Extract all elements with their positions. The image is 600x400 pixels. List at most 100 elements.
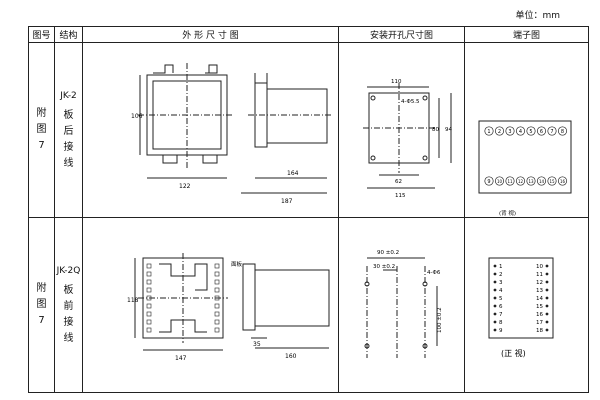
terminal-dot (493, 328, 497, 332)
side-body (254, 269, 330, 327)
terminal-post (214, 271, 220, 277)
terminal-number: 16 (536, 312, 543, 318)
terminal-dot (493, 296, 497, 300)
fig-cell-2: 附 图 7 (28, 217, 55, 393)
terminal-dot (545, 296, 549, 300)
dim-cut-h: 100 ±0.2 (437, 307, 443, 333)
fig-char: 附 (36, 283, 47, 294)
terminal-dot (493, 280, 497, 284)
dim-front-h: 118 (127, 297, 139, 304)
dim-side-w2: 187 (281, 198, 293, 205)
structure-char: 板 (63, 110, 74, 121)
fig-char: 图 (36, 299, 47, 310)
structure-char: 线 (63, 158, 74, 169)
terminal-dot (545, 304, 549, 308)
terminal-number: 18 (536, 328, 543, 334)
terminal-post (214, 319, 220, 325)
view-label: (正 视) (501, 348, 526, 358)
panel-label: 面板 (231, 260, 243, 268)
dim-front-w: 147 (175, 355, 187, 362)
terminal-post (214, 327, 220, 333)
structure-char: 前 (63, 301, 74, 312)
row-jk2q: 附 图 7 JK-2Q 板 前 接 线 (28, 217, 589, 393)
fig-char: 7 (38, 315, 45, 326)
terminal-circle (557, 126, 568, 136)
terminal-number: 13 (536, 288, 543, 294)
terminal-dot (545, 280, 549, 284)
dim-front-w: 122 (179, 183, 191, 190)
terminal-dot (545, 264, 549, 268)
terminal-circle (536, 176, 547, 186)
mount-hole (422, 343, 428, 349)
terminal-number: 17 (536, 320, 543, 326)
front-lugs (153, 64, 218, 74)
structure-char: 板 (63, 285, 74, 296)
mount-hole (364, 343, 370, 349)
terminal-number: 9 (487, 179, 490, 185)
terminal-dot (545, 328, 549, 332)
terminal-circle (505, 126, 515, 136)
terminal-number: 8 (561, 129, 564, 135)
dim-cut-w2: 62 (395, 179, 402, 185)
outline-cell-2: 面板 118 147 35 160 (82, 217, 339, 393)
terminal-circle (515, 176, 526, 186)
terminal-post (214, 287, 220, 293)
terminal-number: 1 (487, 129, 490, 135)
terminal-circle (494, 126, 505, 136)
terminal-circle (505, 176, 515, 186)
terminal-dot (493, 288, 497, 292)
dim-cut-w2: 30 ±0.2 (373, 264, 395, 270)
fig-char: 图 (36, 124, 47, 135)
terminal-post (214, 303, 220, 309)
terminal-dot (545, 320, 549, 324)
cutout-cell-1: 110 4-Φ5.5 80 94 62 115 (338, 42, 465, 218)
mount-hole (370, 155, 376, 161)
header-row: 图号 结构 外 形 尺 寸 图 安装开孔尺寸图 端子图 (28, 26, 589, 43)
terminal-circle (557, 176, 568, 186)
cutout-cell-2: 90 ±0.2 30 ±0.2 4-Φ6 100 ±0.2 (338, 217, 465, 393)
terminal-dot (493, 272, 497, 276)
terminal-number: 14 (536, 296, 543, 302)
terminal-number: 3 (508, 129, 511, 135)
dim-side-w1: 35 (253, 341, 261, 348)
mount-hole (422, 95, 428, 101)
terminal-number: 7 (550, 129, 553, 135)
mount-hole (422, 281, 428, 287)
terminal-number: 3 (499, 280, 503, 286)
dim-cut-h2: 94 (445, 127, 452, 133)
model-name: JK-2 (60, 91, 77, 101)
terminal-post (214, 311, 220, 317)
terminal-number: 5 (499, 296, 503, 302)
terminal-number: 1 (499, 264, 503, 270)
terminal-post (146, 327, 152, 333)
view-label: (背 视) (499, 209, 516, 217)
dim-cut-hole: 4-Φ5.5 (401, 99, 420, 105)
fig-cell-1: 附 图 7 (28, 42, 55, 218)
side-panel (242, 263, 256, 331)
terminal-number: 11 (507, 179, 513, 184)
dim-cut-hole: 4-Φ6 (427, 270, 441, 276)
terminal-number: 10 (536, 264, 543, 270)
terminal-circle (536, 126, 547, 136)
header-fig-no: 图号 (28, 26, 55, 43)
terminal-number: 15 (549, 179, 555, 184)
header-outline: 外 形 尺 寸 图 (82, 26, 339, 43)
terminal-circle (547, 126, 557, 136)
model-name: JK-2Q (56, 266, 81, 276)
mount-hole (364, 281, 370, 287)
fig-char: 附 (36, 108, 47, 119)
fig-char: 7 (38, 140, 45, 151)
dim-side-w2: 160 (285, 353, 297, 360)
side-body (266, 88, 328, 144)
row-jk2: 附 图 7 JK-2 板 后 接 线 (28, 42, 589, 218)
header-cutout: 安装开孔尺寸图 (338, 26, 465, 43)
terminal-number: 16 (560, 179, 566, 184)
terminal-number: 14 (539, 179, 545, 184)
structure-cell-1: JK-2 板 后 接 线 (54, 42, 83, 218)
terminal-post (146, 271, 152, 277)
